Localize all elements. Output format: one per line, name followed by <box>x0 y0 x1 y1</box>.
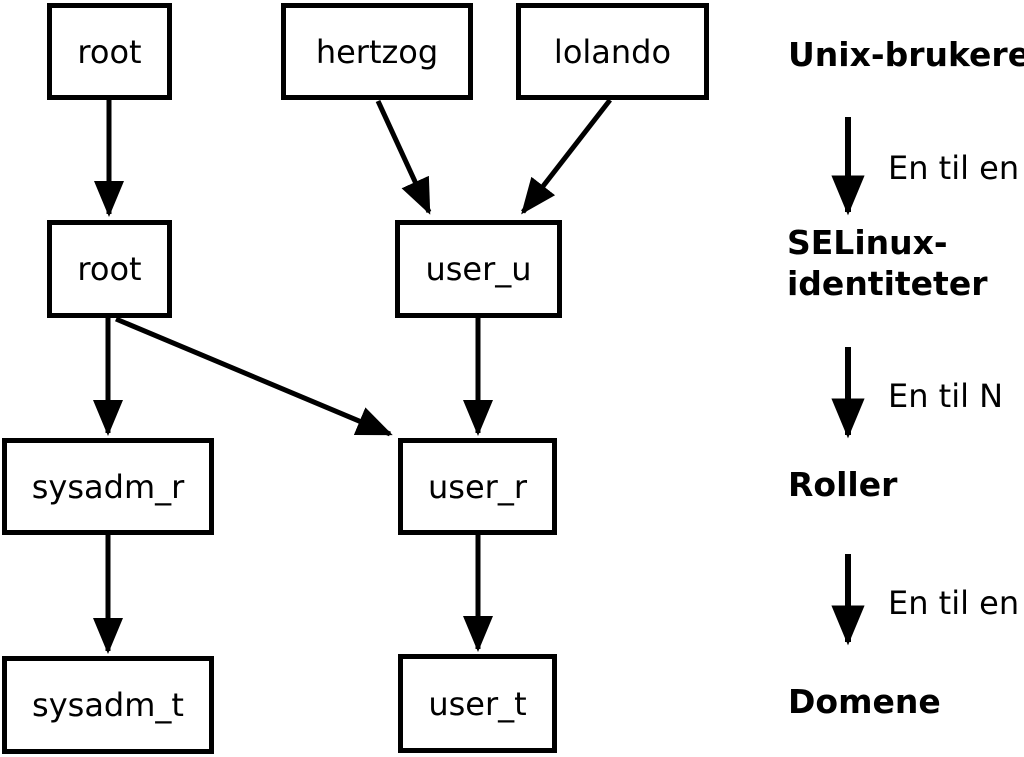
edge-root-to-user_r <box>115 316 393 437</box>
node-label: sysadm_t <box>32 686 184 724</box>
node-role-sysadm_r: sysadm_r <box>2 438 214 535</box>
node-domain-user_t: user_t <box>398 654 557 753</box>
legend-level-roles: Roller <box>788 465 898 504</box>
legend-note-one-to-one-2: En til en <box>888 584 1020 622</box>
legend-level-selinux-identities: SELinux- identiteter <box>787 222 987 304</box>
legend-note-one-to-one-1: En til en <box>888 149 1020 187</box>
legend-level-selinux-line2: identiteter <box>787 264 988 303</box>
node-label: user_u <box>425 250 532 288</box>
node-label: hertzog <box>315 32 439 71</box>
node-label: lolando <box>553 32 672 71</box>
node-unix-user-root: root <box>47 3 172 100</box>
edge-hertzog-to-user_u <box>375 99 432 215</box>
node-selinux-id-root: root <box>47 220 172 318</box>
legend-level-selinux-line1: SELinux- <box>787 223 948 262</box>
node-label: root <box>77 250 142 288</box>
node-label: sysadm_r <box>31 467 185 506</box>
node-label: root <box>77 32 142 71</box>
edge-lolando-to-user_u <box>521 98 612 215</box>
node-label: user_r <box>428 467 527 506</box>
legend-level-unix-users: Unix-brukere <box>788 35 1024 74</box>
node-unix-user-hertzog: hertzog <box>281 3 473 100</box>
legend-note-one-to-n: En til N <box>888 377 1004 415</box>
node-label: user_t <box>428 684 527 723</box>
node-domain-sysadm_t: sysadm_t <box>2 656 214 754</box>
node-unix-user-lolando: lolando <box>516 3 709 100</box>
legend-level-domains: Domene <box>788 682 941 721</box>
node-selinux-id-user_u: user_u <box>395 220 562 318</box>
node-role-user_r: user_r <box>398 438 557 535</box>
